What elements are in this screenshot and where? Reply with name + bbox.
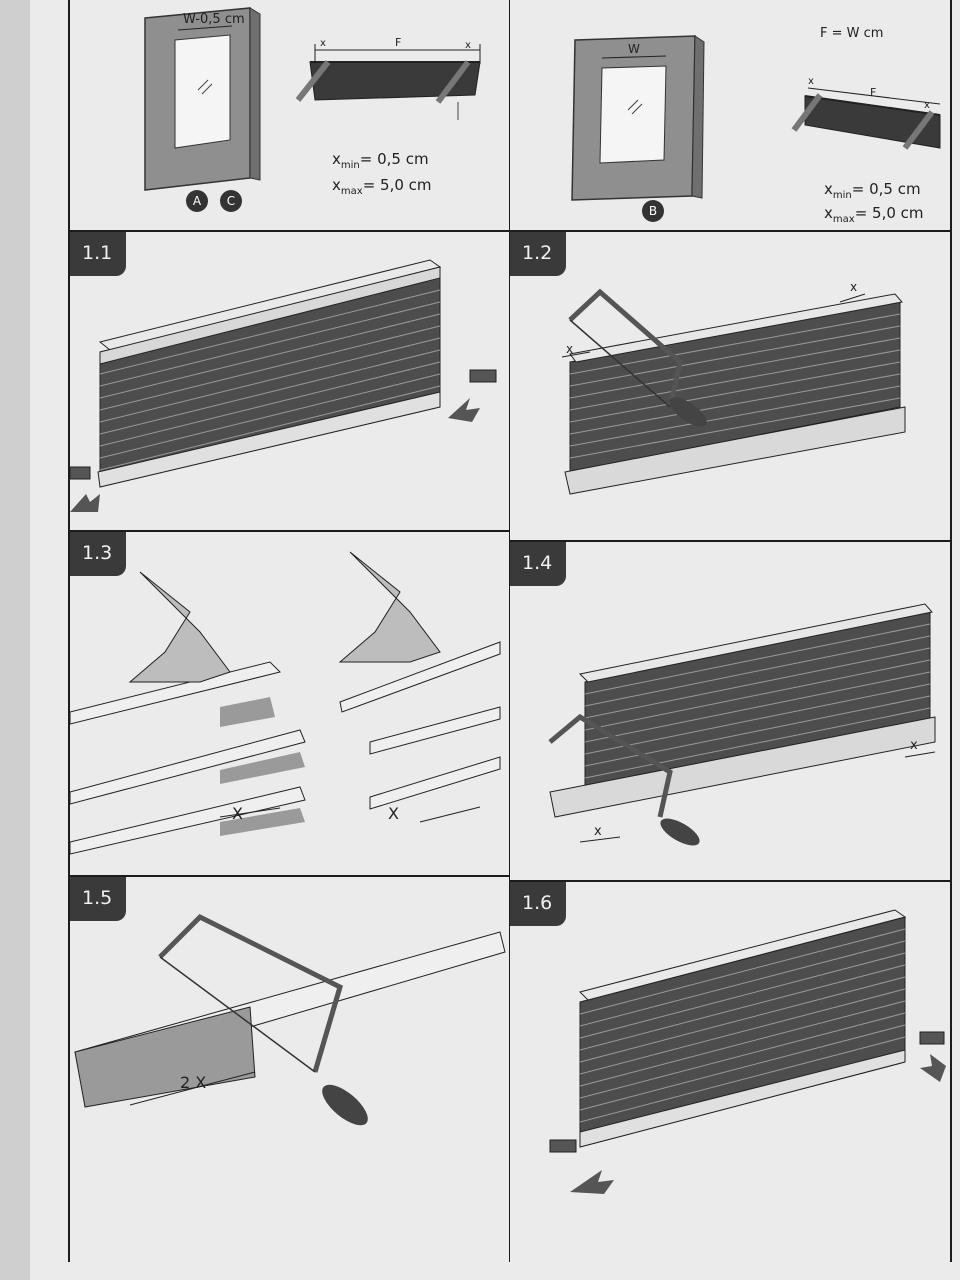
step-1-1-illustration xyxy=(70,259,497,512)
xmin-symbol: x xyxy=(332,150,341,168)
x-marker-left: x xyxy=(320,38,326,49)
xmax-spec-b: xmax= 5,0 cm xyxy=(824,204,924,225)
span-label: F xyxy=(395,36,402,49)
xmin-symbol-b: x xyxy=(824,180,833,198)
formula-label: F = W cm xyxy=(820,26,884,41)
x-marker-right: x xyxy=(465,40,471,51)
panel-step-1-3: 1.3 X X xyxy=(70,530,510,875)
panel-step-1-6: 1.6 xyxy=(510,880,950,1262)
x-cut-left: x xyxy=(566,342,574,356)
x-cut-1-4-left: x xyxy=(594,824,602,839)
panel-window-ac: W-0,5 cm F x x xmin= 0,5 cm xmax= 5,0 cm… xyxy=(70,0,510,230)
panel-window-b: F = W cm W F x x xmin= 0,5 cm xmax= 5,0 … xyxy=(510,0,950,230)
xmin-value: = 0,5 cm xyxy=(359,150,429,168)
step-1-4-illustration xyxy=(548,603,936,846)
xmax-value: = 5,0 cm xyxy=(362,176,432,194)
panel-step-1-4: 1.4 x x xyxy=(510,540,950,880)
panel-step-1-1: 1.1 xyxy=(70,230,510,530)
xmin-value-b: = 0,5 cm xyxy=(851,180,921,198)
step-label-1-5: 1.5 xyxy=(70,877,127,921)
step-1-5-illustration xyxy=(74,913,506,1126)
xmax-value-b: = 5,0 cm xyxy=(854,204,924,222)
twox-length: 2 X xyxy=(180,1073,207,1092)
x-marker-b-left: x xyxy=(808,76,814,87)
width-label-b: W xyxy=(628,42,640,56)
window-ac-illustration xyxy=(144,7,481,191)
xmin-spec-b: xmin= 0,5 cm xyxy=(824,180,921,201)
xmax-subscript: max xyxy=(340,186,363,197)
step-label-1-2: 1.2 xyxy=(510,232,567,276)
badge-b: B xyxy=(642,200,664,222)
x-cut-right: x xyxy=(850,280,858,294)
window-b-illustration xyxy=(571,35,941,201)
x-length-1: X xyxy=(232,804,243,823)
step-1-6-illustration xyxy=(549,909,946,1194)
panel-step-1-5: 1.5 2 X xyxy=(70,875,510,1262)
x-marker-b-right: x xyxy=(924,100,930,111)
step-label-1-3: 1.3 xyxy=(70,532,127,576)
xmax-symbol: x xyxy=(332,176,341,194)
span-label-b: F xyxy=(870,86,877,99)
x-cut-1-4-right: x xyxy=(910,738,918,753)
panel-step-1-2: 1.2 x x xyxy=(510,230,950,540)
xmax-symbol-b: x xyxy=(824,204,833,222)
xmin-subscript: min xyxy=(340,160,360,171)
width-label: W-0,5 cm xyxy=(183,12,245,27)
badge-c: C xyxy=(220,190,242,212)
step-1-2-illustration xyxy=(561,288,906,495)
step-label-1-4: 1.4 xyxy=(510,542,567,586)
step-1-3-illustration xyxy=(70,551,501,855)
step-label-1-1: 1.1 xyxy=(70,232,127,276)
xmin-spec: xmin= 0,5 cm xyxy=(332,150,429,171)
step-label-1-6: 1.6 xyxy=(510,882,567,926)
badge-a: A xyxy=(186,190,208,212)
x-length-2: X xyxy=(388,804,399,823)
xmin-subscript-b: min xyxy=(832,190,852,201)
instruction-grid: W-0,5 cm F x x xmin= 0,5 cm xmax= 5,0 cm… xyxy=(68,0,952,1262)
xmax-subscript-b: max xyxy=(832,214,855,225)
xmax-spec: xmax= 5,0 cm xyxy=(332,176,432,197)
